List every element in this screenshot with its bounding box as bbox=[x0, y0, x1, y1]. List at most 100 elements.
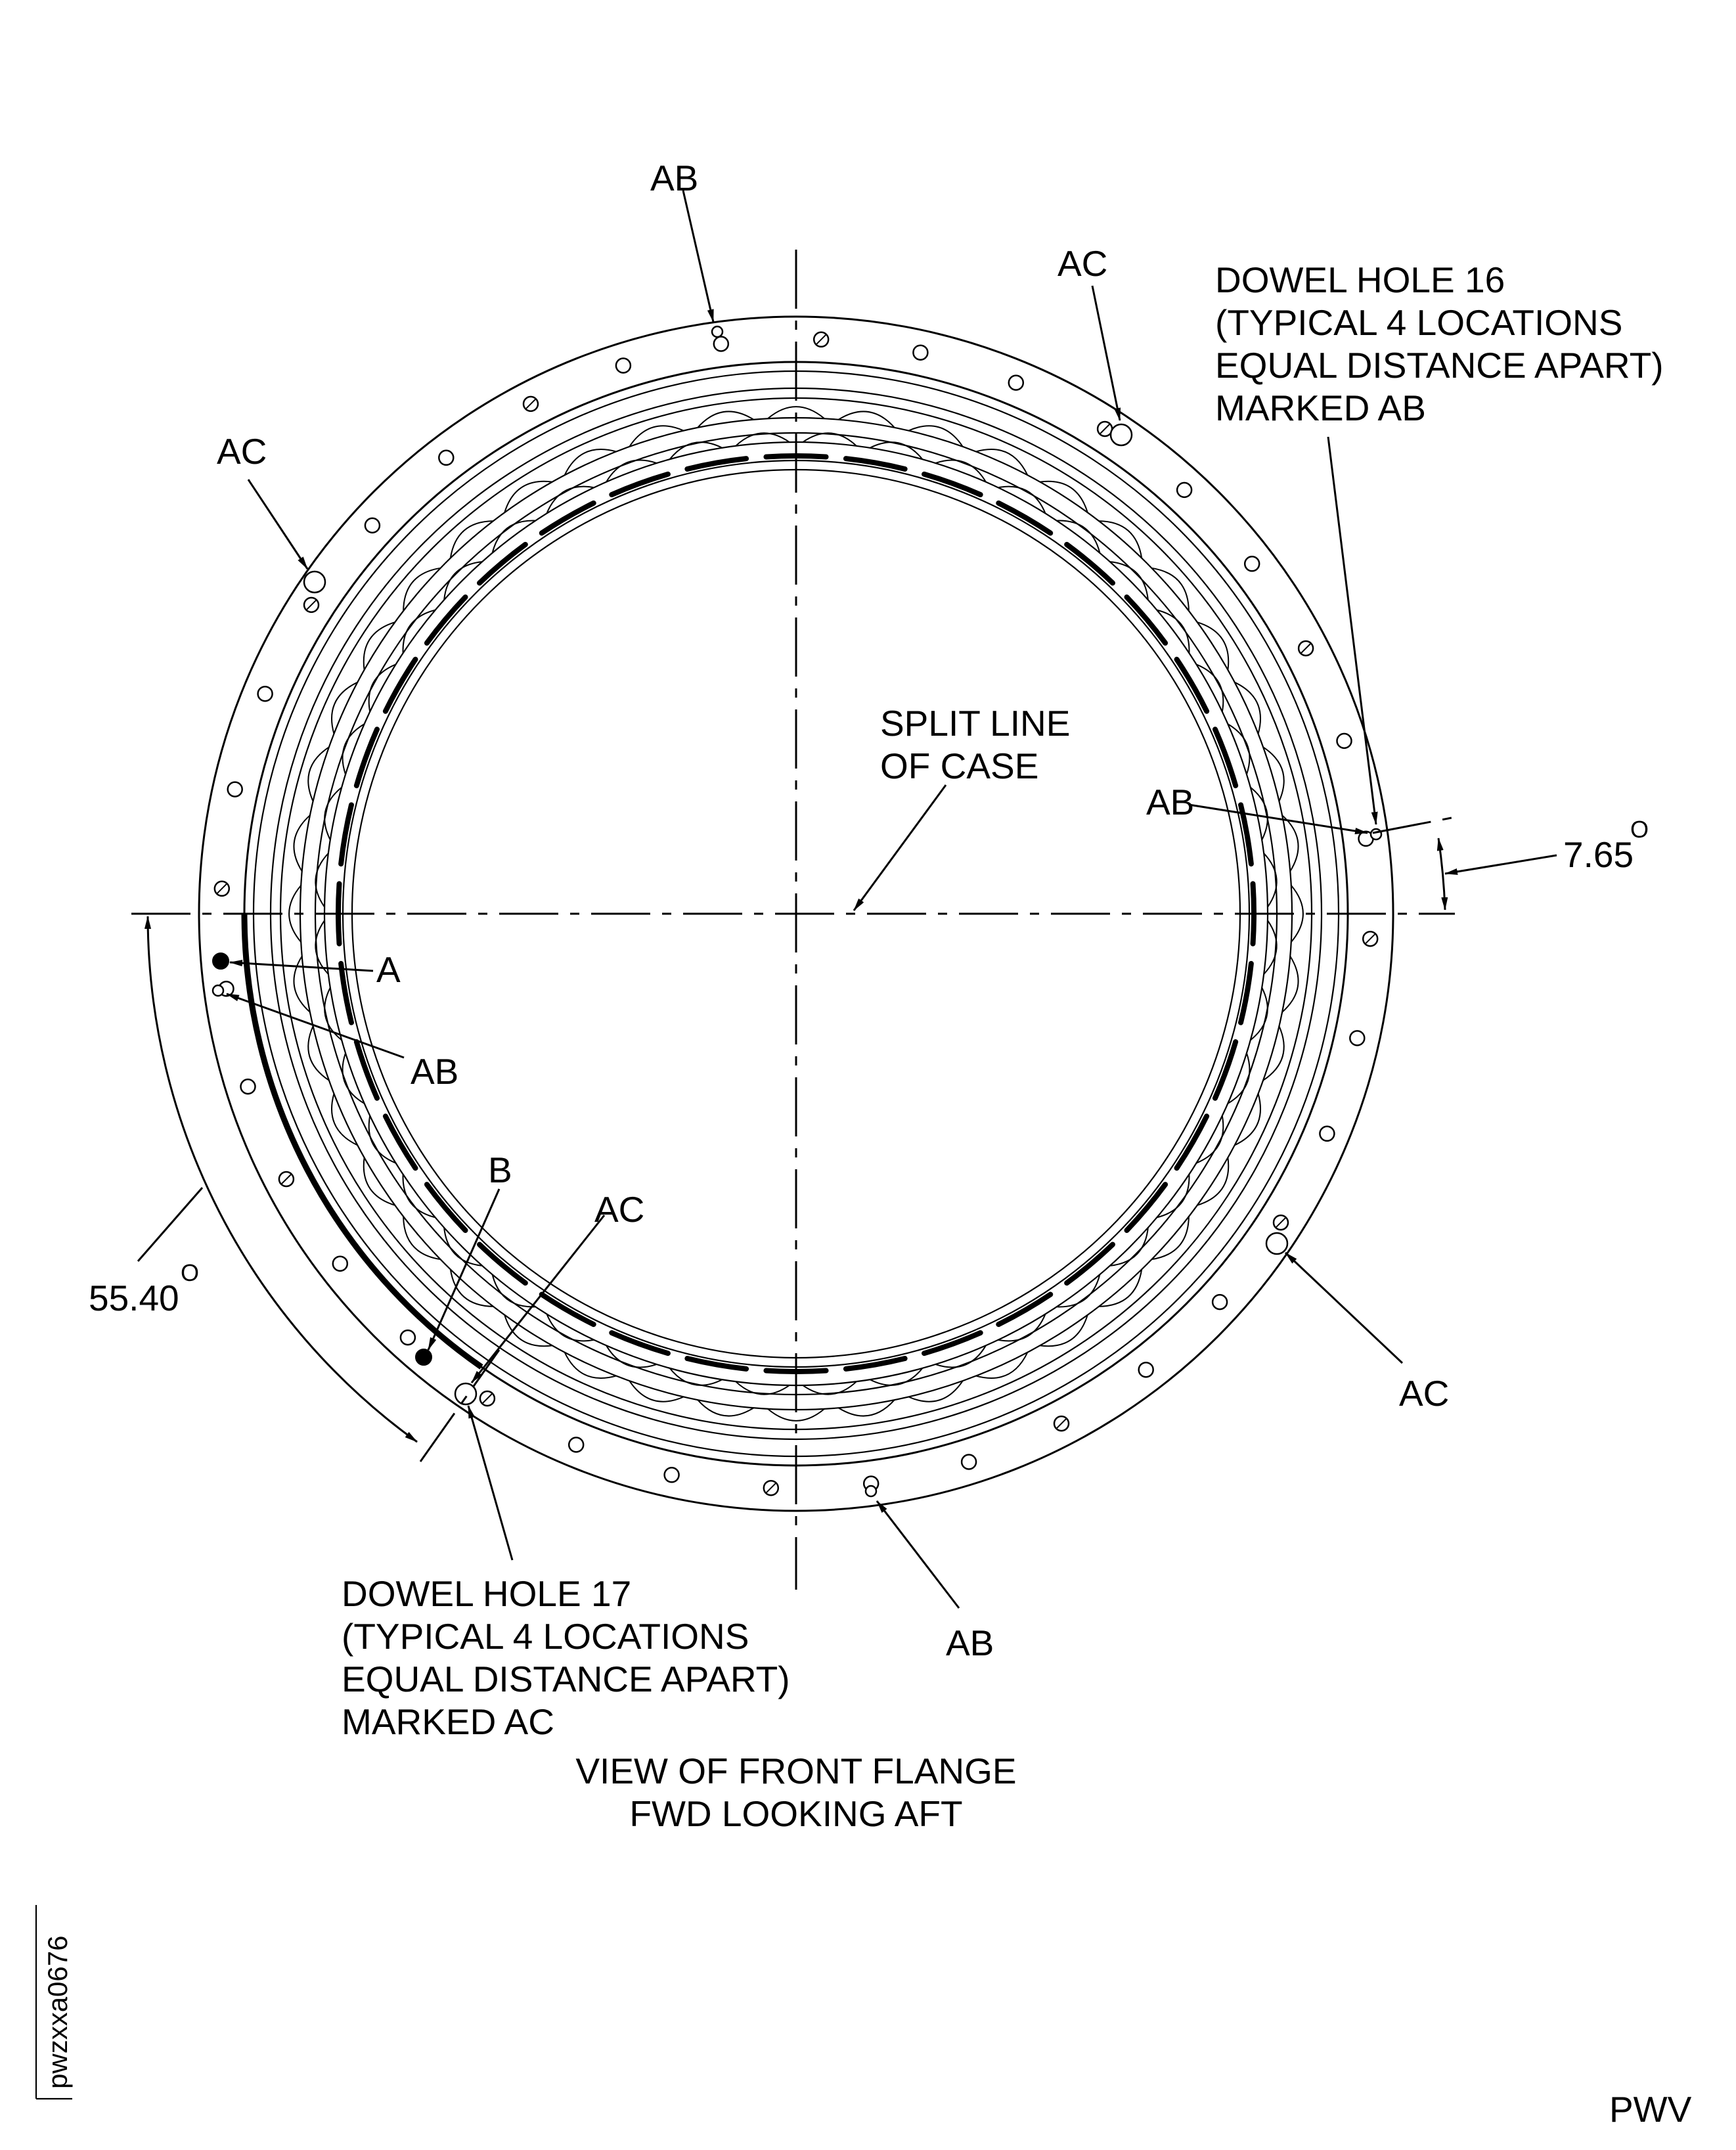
bolt-hole bbox=[332, 1255, 349, 1272]
bolt-hole bbox=[615, 357, 632, 374]
leader-angle-right bbox=[1444, 854, 1557, 875]
slot bbox=[922, 1330, 983, 1356]
scallop bbox=[1234, 1093, 1261, 1146]
scallop bbox=[606, 1345, 657, 1368]
slot bbox=[684, 456, 749, 472]
leader-b bbox=[427, 1188, 501, 1351]
leader-dowel16 bbox=[1327, 436, 1378, 825]
scallop bbox=[1109, 561, 1149, 600]
hole-hatch bbox=[1301, 643, 1311, 654]
hole-hatch bbox=[217, 884, 227, 894]
scallop bbox=[402, 609, 435, 654]
angle-extension-right bbox=[1372, 817, 1452, 834]
slot bbox=[1238, 960, 1254, 1025]
scallop bbox=[1040, 1314, 1088, 1347]
angle-right-value: 7.65 bbox=[1563, 834, 1634, 875]
bolt-hole bbox=[1008, 374, 1025, 391]
dowel16-callout-line2: (TYPICAL 4 LOCATIONS bbox=[1215, 302, 1622, 343]
bolt-hole bbox=[1211, 1293, 1228, 1310]
leader-split-line bbox=[853, 784, 947, 911]
bolt-hole bbox=[960, 1454, 977, 1470]
scallop bbox=[1157, 1174, 1190, 1219]
hole-hatch bbox=[816, 334, 826, 345]
scallop bbox=[735, 432, 790, 447]
hole-hatch bbox=[766, 1483, 776, 1493]
dowel16-callout-line3: EQUAL DISTANCE APART) bbox=[1215, 345, 1664, 386]
scallop bbox=[331, 681, 358, 734]
leader-ab-top bbox=[682, 190, 715, 323]
dowel-hole-ac-top bbox=[1109, 423, 1133, 447]
bolt-hole bbox=[713, 336, 730, 352]
bolt-hole bbox=[1336, 732, 1352, 750]
scallop bbox=[1099, 520, 1143, 558]
leader-ac-lower-right bbox=[1284, 1251, 1404, 1364]
split-line-label-1: SPLIT LINE bbox=[880, 703, 1070, 744]
bolt-hole bbox=[240, 1078, 256, 1095]
dowel-hole-ab-right bbox=[1369, 828, 1383, 841]
scallop bbox=[1227, 723, 1251, 775]
slot bbox=[1238, 802, 1254, 867]
scallop bbox=[802, 432, 857, 447]
scallop bbox=[1151, 1217, 1190, 1261]
scallop bbox=[629, 1380, 684, 1402]
scallop bbox=[1227, 1052, 1251, 1104]
slot bbox=[1124, 594, 1168, 646]
angle-left-value: 55.40 bbox=[89, 1278, 179, 1318]
scallop bbox=[491, 1274, 536, 1308]
scallop bbox=[307, 746, 330, 802]
scallop bbox=[1196, 663, 1224, 712]
bolt-hole bbox=[1319, 1125, 1335, 1142]
scallop bbox=[1040, 480, 1088, 513]
slot bbox=[1124, 1182, 1168, 1233]
slot bbox=[353, 727, 380, 788]
scallop bbox=[1291, 885, 1304, 943]
scallop bbox=[1109, 1227, 1149, 1266]
dowel17-callout-line3: EQUAL DISTANCE APART) bbox=[342, 1659, 790, 1699]
scallop bbox=[908, 425, 964, 447]
scallop bbox=[669, 1368, 723, 1386]
scallop bbox=[838, 1399, 895, 1417]
angle-arc-left bbox=[145, 916, 418, 1443]
scallop bbox=[1281, 815, 1299, 872]
dowel17-callout-line4: MARKED AC bbox=[342, 1701, 554, 1742]
hole-hatch bbox=[306, 600, 317, 610]
label-ab-top: AB bbox=[650, 158, 698, 198]
scallop bbox=[324, 786, 342, 841]
scallop bbox=[293, 815, 311, 872]
dowel17-callout-line1: DOWEL HOLE 17 bbox=[342, 1573, 631, 1614]
hole-a bbox=[212, 952, 229, 970]
bolt-hole bbox=[1176, 482, 1193, 499]
dowel-hole-ac-upper-left bbox=[303, 570, 326, 594]
leader-ab-bottom bbox=[876, 1500, 960, 1609]
scallop bbox=[697, 1399, 754, 1417]
slot bbox=[922, 471, 983, 498]
bolt-hole bbox=[1138, 1361, 1154, 1378]
dowel-hole-ab-left bbox=[211, 984, 225, 997]
scallop bbox=[504, 1314, 552, 1347]
dowel17-callout-line2: (TYPICAL 4 LOCATIONS bbox=[342, 1616, 749, 1657]
dowel16-callout-line4: MARKED AB bbox=[1215, 388, 1426, 428]
hole-hatch bbox=[482, 1393, 493, 1404]
leader-ac-upper-left bbox=[247, 479, 309, 570]
bolt-hole bbox=[1349, 1030, 1366, 1046]
leader-ac-lower bbox=[470, 1215, 606, 1383]
scallop bbox=[1151, 567, 1190, 611]
slot bbox=[338, 802, 354, 867]
leader-angle-left bbox=[137, 1187, 204, 1262]
slot bbox=[424, 594, 468, 646]
scallop bbox=[1056, 520, 1101, 553]
angle-extension-left bbox=[419, 1349, 501, 1462]
scallop bbox=[504, 480, 552, 513]
scallop bbox=[767, 406, 825, 419]
slot bbox=[1212, 1039, 1239, 1101]
leader-a bbox=[229, 960, 374, 972]
scallop bbox=[1197, 1157, 1230, 1206]
dowel-hole-ac-lower bbox=[454, 1382, 478, 1406]
label-ac-top-right: AC bbox=[1057, 243, 1107, 284]
angle-right-degree: O bbox=[1630, 816, 1649, 843]
bolt-holes bbox=[213, 331, 1379, 1496]
scallop bbox=[1262, 1025, 1285, 1081]
scallop bbox=[1281, 956, 1299, 1013]
bolt-hole bbox=[438, 449, 455, 466]
scallop bbox=[342, 723, 365, 775]
